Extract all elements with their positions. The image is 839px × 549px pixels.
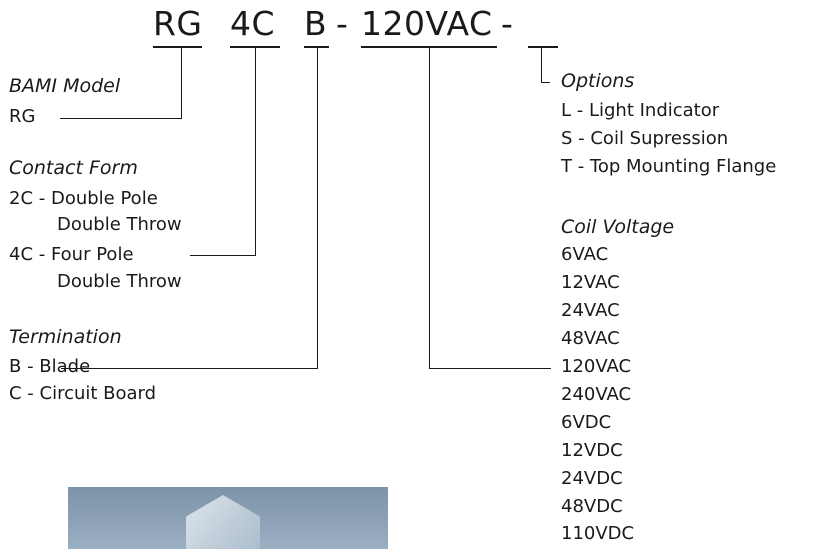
connector-voltage-vertical	[429, 47, 431, 369]
coil-voltage-item: 240VAC	[561, 384, 632, 405]
coil-voltage-item: 6VAC	[561, 244, 609, 265]
coil-voltage-item: 12VAC	[561, 272, 620, 293]
options-item: S - Coil Supression	[561, 128, 729, 149]
connector-rg-vertical	[181, 47, 183, 119]
contact-form-item: Double Throw	[57, 271, 182, 292]
coil-voltage-item: 110VDC	[561, 523, 635, 544]
underline-termination	[304, 46, 329, 48]
options-item: L - Light Indicator	[561, 100, 720, 121]
options-heading: Options	[561, 70, 635, 92]
code-dash-1: -	[336, 4, 349, 43]
code-voltage: 120VAC	[361, 4, 493, 43]
coil-voltage-item: 6VDC	[561, 412, 612, 433]
coil-voltage-item: 48VDC	[561, 496, 623, 517]
code-rg: RG	[153, 4, 203, 43]
contact-form-heading: Contact Form	[9, 157, 138, 179]
code-dash-2: -	[501, 4, 514, 43]
coil-voltage-item: 24VDC	[561, 468, 623, 489]
relay-cover-shape	[186, 495, 260, 549]
connector-termination-horizontal	[61, 368, 318, 370]
underline-rg	[153, 46, 202, 48]
coil-voltage-item: 48VAC	[561, 328, 620, 349]
connector-termination-vertical	[317, 47, 319, 369]
options-item: T - Top Mounting Flange	[561, 156, 777, 177]
bami-model-heading: BAMI Model	[9, 75, 121, 97]
coil-voltage-heading: Coil Voltage	[561, 216, 675, 238]
termination-item: C - Circuit Board	[9, 383, 157, 404]
connector-contact-vertical	[255, 47, 257, 256]
termination-heading: Termination	[9, 326, 122, 348]
contact-form-item: 4C - Four Pole	[9, 244, 134, 265]
underline-options	[528, 46, 558, 48]
contact-form-item: 2C - Double Pole	[9, 188, 158, 209]
code-contact: 4C	[230, 4, 276, 43]
product-photo	[68, 487, 388, 549]
termination-item: B - Blade	[9, 356, 91, 377]
contact-form-item: Double Throw	[57, 214, 182, 235]
coil-voltage-item: 24VAC	[561, 300, 620, 321]
coil-voltage-item: 12VDC	[561, 440, 623, 461]
connector-voltage-horizontal	[429, 368, 551, 370]
connector-contact-horizontal	[190, 255, 256, 257]
connector-options-horizontal	[541, 82, 550, 84]
connector-rg-horizontal	[60, 118, 182, 120]
connector-options-vertical	[541, 47, 543, 83]
bami-model-item: RG	[9, 106, 36, 127]
coil-voltage-item: 120VAC	[561, 356, 632, 377]
code-termination: B	[304, 4, 328, 43]
